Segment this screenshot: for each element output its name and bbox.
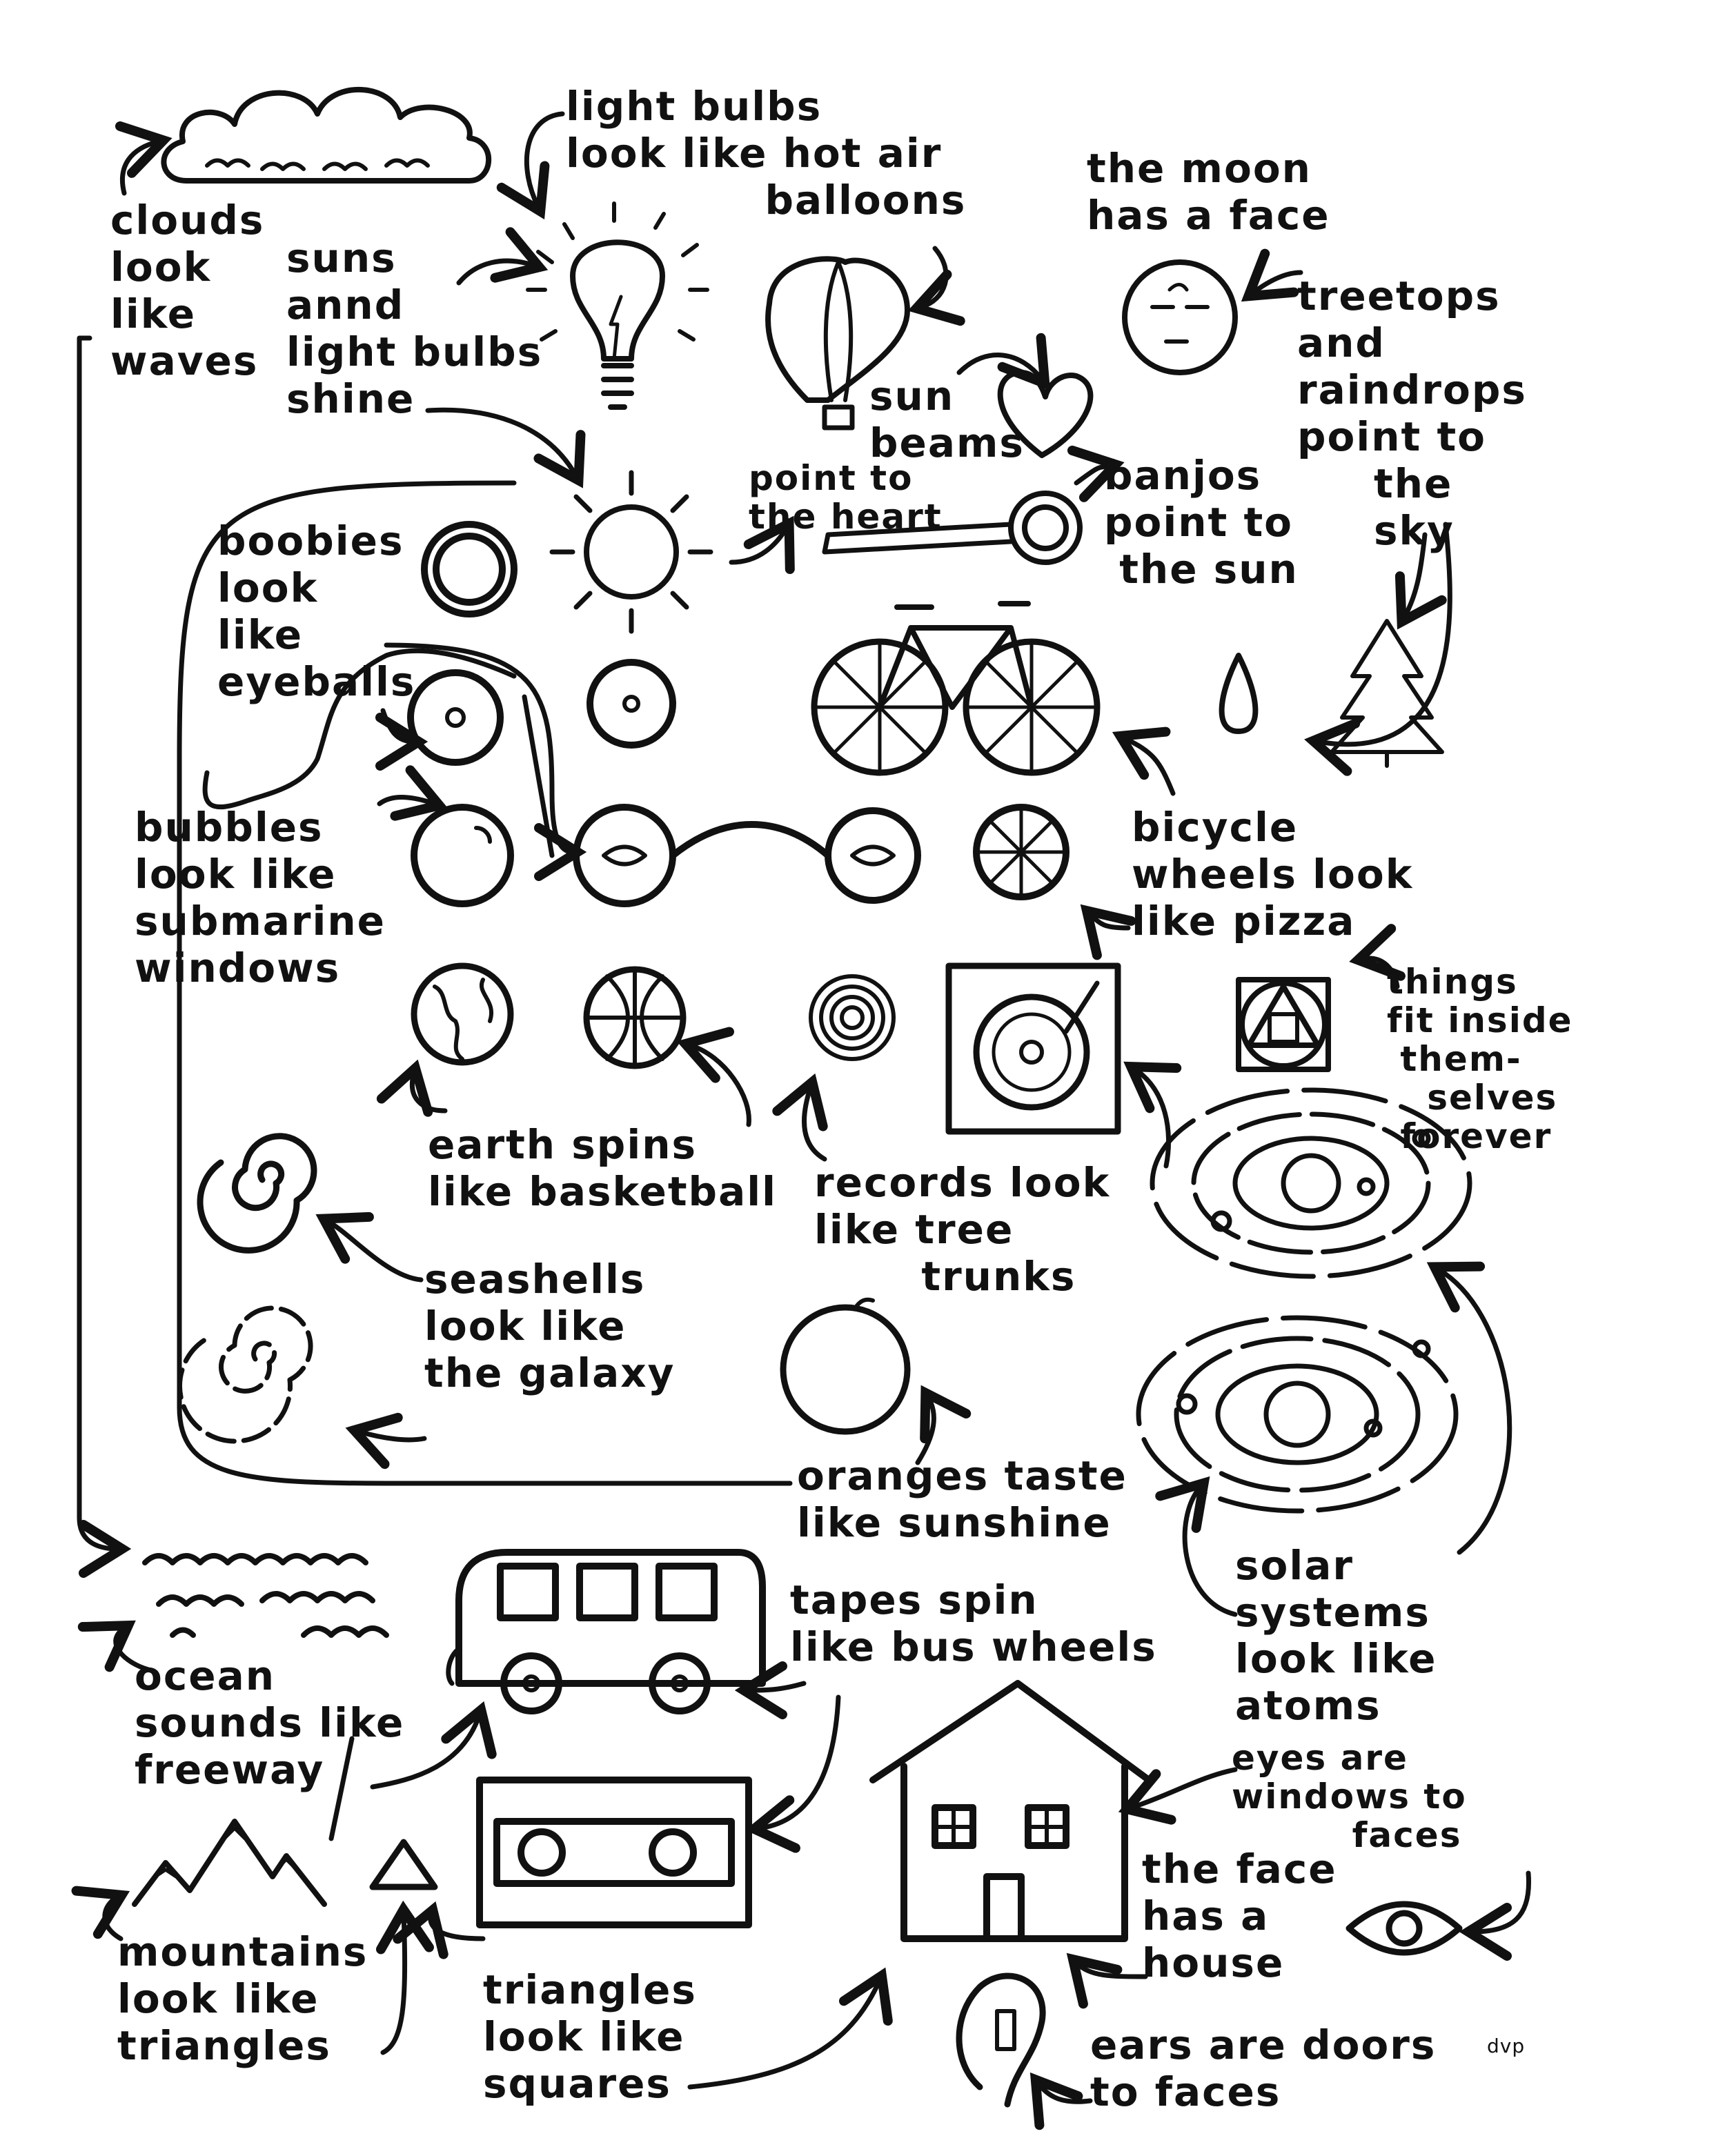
sunbeams-label: sun beams — [869, 373, 1025, 466]
triangles-label: triangles look like squares — [483, 1966, 697, 2107]
bicycle-label: bicycle wheels look like pizza — [1132, 804, 1414, 945]
face-house-label: the face has a house — [1142, 1846, 1337, 1986]
banjo-icon — [822, 491, 1083, 565]
ear-icon — [956, 1972, 1046, 2108]
records-label: records look like tree trunks — [814, 1159, 1111, 1300]
connector-arrows — [71, 111, 1532, 2130]
things-label: things fit inside them- selves forever — [1387, 962, 1573, 1156]
bubble-icon — [411, 804, 514, 907]
seashells-label: seashells look like the galaxy — [424, 1256, 676, 1396]
lightbulb-icon — [526, 201, 709, 410]
suns-label: suns annd light bulbs shine — [286, 235, 543, 422]
tree-trunk-icon — [809, 974, 896, 1061]
cloud-icon — [161, 87, 492, 184]
banjos-label: banjos point to the sun — [1104, 452, 1299, 593]
solar-label: solar systems — [1235, 1542, 1430, 1636]
sun-icon — [549, 470, 713, 634]
lightbulbs-balloons-label: light bulbs look like hot air balloons — [566, 83, 967, 224]
tree-icon — [1330, 619, 1444, 768]
galaxy-icon — [177, 1305, 313, 1444]
ocean-waves-icon — [142, 1553, 389, 1638]
signature: dvp — [1487, 2035, 1526, 2057]
house-icon — [869, 1680, 1152, 1942]
treetops-label: treetops and raindrops point to the sky — [1297, 273, 1527, 554]
seashell-icon — [197, 1133, 317, 1254]
eye-icon — [1346, 1901, 1463, 1956]
earth-label: earth spins like basketball — [428, 1121, 777, 1215]
clouds-label: clouds look like waves — [110, 197, 265, 384]
solar-system-icon — [1150, 1087, 1472, 1279]
oranges-label: oranges taste like sunshine — [797, 1452, 1127, 1546]
bubbles-label: bubbles look like submarine windows — [135, 804, 386, 991]
ocean-label: ocean sounds like freeway — [135, 1652, 405, 1793]
hot-air-balloon-icon — [765, 256, 910, 431]
heart-icon — [997, 370, 1094, 458]
earth-icon — [411, 962, 514, 1066]
bicycle-icon — [811, 601, 1101, 776]
eyes-windows-label: eyes are windows to faces — [1232, 1738, 1467, 1855]
bus-icon — [455, 1549, 766, 1714]
moon-icon — [1122, 259, 1238, 375]
pizza-icon — [973, 804, 1070, 900]
atom-icon — [1136, 1315, 1459, 1514]
solar-atoms-label: look like atoms — [1235, 1635, 1437, 1729]
boobies-label: boobies look like eyeballs — [217, 517, 416, 705]
mountains-icon — [132, 1819, 327, 1907]
mountains-label: mountains look like triangles — [117, 1928, 368, 2069]
basketball-icon — [583, 966, 687, 1069]
moon-label: the moon has a face — [1087, 145, 1330, 239]
goggles-icon — [573, 804, 921, 907]
cassette-tape-icon — [476, 1777, 752, 1928]
record-player-icon — [945, 962, 1121, 1135]
raindrop-icon — [1219, 653, 1259, 734]
tapes-label: tapes spin like bus wheels — [790, 1576, 1157, 1670]
boobies-icon — [407, 521, 676, 766]
point-heart-label: point to the heart — [749, 458, 943, 537]
triangle-icon — [369, 1839, 438, 1890]
orange-icon — [780, 1297, 911, 1435]
ears-label: ears are doors to faces — [1090, 2021, 1437, 2115]
nested-shapes-icon — [1236, 977, 1331, 1072]
